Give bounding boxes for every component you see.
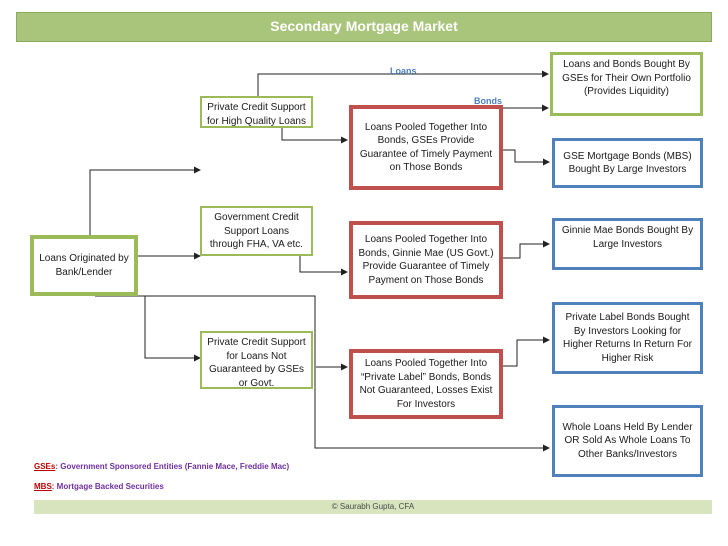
note-mbs-definition: MBS: Mortgage Backed Securities [34, 482, 164, 491]
box-government-support: Government Credit Support Loans through … [200, 206, 313, 256]
box-loans-originated: Loans Originated by Bank/Lender [30, 235, 138, 296]
page-title: Secondary Mortgage Market [270, 18, 458, 34]
box-private-high-quality-text: Private Credit Support for High Quality … [207, 102, 306, 127]
box-government-support-text: Government Credit Support Loans through … [209, 212, 304, 250]
arrow-pooled-gse-to-gse-mbs [502, 149, 550, 166]
copyright-text: © Saurabh Gupta, CFA [331, 502, 415, 511]
box-pooled-gse: Loans Pooled Together Into Bonds, GSEs P… [349, 105, 503, 190]
box-ginnie-bonds: Ginnie Mae Bonds Bought By Large Investo… [552, 218, 703, 270]
arrow-orig-to-private-not [144, 296, 201, 362]
box-gse-portfolio: Loans and Bonds Bought By GSEs for Their… [550, 52, 703, 116]
box-whole-loans: Whole Loans Held By Lender OR Sold As Wh… [552, 405, 703, 477]
arrow-private-high-to-gse-portfolio [257, 70, 549, 98]
note-mbs-abbr: MBS [34, 482, 52, 491]
box-pooled-ginnie: Loans Pooled Together Into Bonds, Ginnie… [349, 221, 503, 299]
note-gse-text: : Government Sponsored Entities (Fannie … [55, 462, 290, 471]
box-gse-mbs-text: GSE Mortgage Bonds (MBS) Bought By Large… [563, 150, 692, 176]
footer-bar: © Saurabh Gupta, CFA [34, 500, 712, 514]
box-private-label-bonds-text: Private Label Bonds Bought By Investors … [563, 312, 692, 364]
box-whole-loans-text: Whole Loans Held By Lender OR Sold As Wh… [562, 421, 693, 460]
box-loans-originated-text: Loans Originated by Bank/Lender [39, 253, 129, 278]
box-pooled-gse-text: Loans Pooled Together Into Bonds, GSEs P… [359, 121, 493, 174]
arrow-orig-to-whole-loans [95, 295, 550, 452]
note-gse-abbr: GSEs [34, 462, 56, 471]
box-private-high-quality: Private Credit Support for High Quality … [200, 96, 313, 128]
box-pooled-private-text: Loans Pooled Together Into “Private Labe… [359, 358, 493, 410]
box-ginnie-bonds-text: Ginnie Mae Bonds Bought By Large Investo… [561, 225, 694, 250]
box-gse-mbs: GSE Mortgage Bonds (MBS) Bought By Large… [552, 138, 703, 188]
arrow-orig-to-private-high [89, 166, 201, 235]
box-private-not-guaranteed-text: Private Credit Support for Loans Not Gua… [207, 337, 306, 389]
arrow-pooled-private-to-private-label [502, 336, 550, 367]
box-private-label-bonds: Private Label Bonds Bought By Investors … [552, 302, 703, 374]
arrow-pooled-ginnie-to-ginnie-bonds [502, 240, 550, 259]
box-gse-portfolio-text: Loans and Bonds Bought By GSEs for Their… [562, 59, 691, 97]
arrow-private-high-to-pooled-gse [281, 126, 348, 144]
title-bar: Secondary Mortgage Market [16, 12, 712, 42]
bonds-arrow-label: Bonds [474, 96, 502, 106]
box-pooled-ginnie-text: Loans Pooled Together Into Bonds, Ginnie… [358, 234, 494, 286]
box-pooled-private: Loans Pooled Together Into “Private Labe… [349, 349, 503, 419]
loans-arrow-label: Loans [390, 66, 417, 76]
note-gse-definition: GSEs: Government Sponsored Entities (Fan… [34, 462, 289, 471]
box-private-not-guaranteed: Private Credit Support for Loans Not Gua… [200, 331, 313, 389]
note-mbs-text: : Mortgage Backed Securities [51, 482, 164, 491]
